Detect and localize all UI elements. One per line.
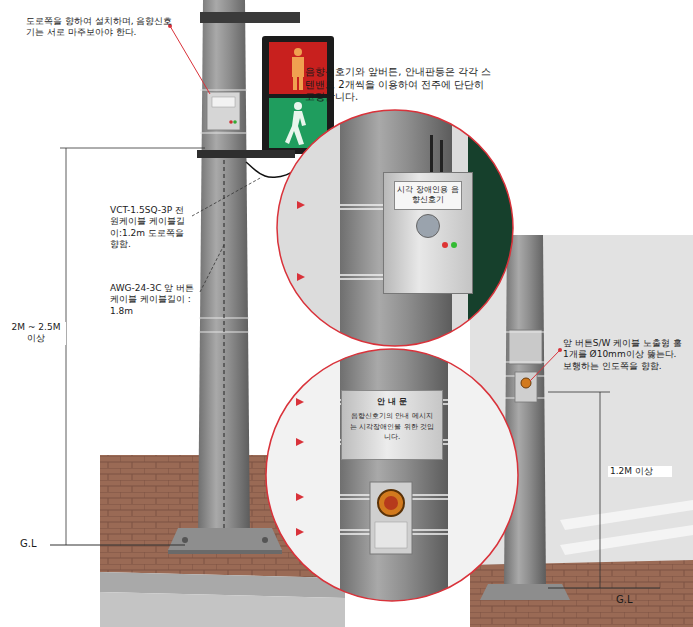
guide-sign-plate: 안 내 문음향신호기의 안내 메시지는 시각장애인을 위한 것입니다. [341, 390, 443, 460]
green-lamp [451, 242, 457, 248]
annotation: 앞 버튼S/W 케이블 노출형 홀 1개를 Ø10mm이상 뚫는다. 보행하는 … [563, 338, 685, 372]
annotation: 1.2M 이상 [608, 466, 672, 477]
annotation: G.L [20, 538, 46, 551]
annotation: AWG-24-3C 앞 버튼케이블 케이블길이 : 1.8m [110, 283, 202, 317]
device-indicators [398, 224, 458, 254]
annotation: 2M ~ 2.5M 이상 [6, 322, 66, 345]
signal-device-plate: 시각 장애인용 음향신호기 [383, 172, 473, 294]
annotation: VCT-1.5SQ-3P 전원케이블 케이블길이:1.2m 도로쪽을 향함. [110, 205, 190, 250]
annotation: G.L [616, 594, 646, 607]
annotation: 음향신호기와 앞버튼, 안내판등은 각각 스텐밴드 2개씩을 이용하여 전주에 … [305, 66, 497, 104]
plate-heading: 안 내 문 [348, 396, 436, 407]
annotation: 도로쪽을 향하여 설치하며, 음향신호기는 서로 마주보아야 한다. [26, 16, 176, 39]
plate-body: 음향신호기의 안내 메시지는 시각장애인을 위한 것입니다. [348, 411, 436, 443]
emblem [416, 214, 440, 238]
red-lamp [442, 242, 448, 248]
plate-heading: 시각 장애인용 음향신호기 [394, 181, 462, 210]
